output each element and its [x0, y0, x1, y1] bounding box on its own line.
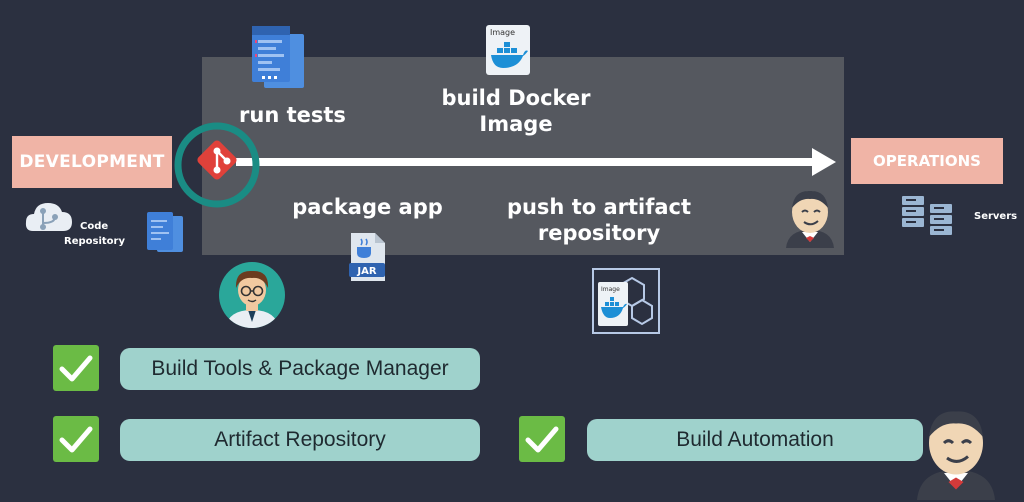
step-package-app: package app [292, 195, 443, 219]
jar-label: JAR [356, 266, 376, 277]
git-icon [174, 122, 260, 208]
checklist-item-artifact-repository: Artifact Repository [120, 419, 480, 461]
svg-text:Image: Image [601, 286, 620, 293]
development-label: DEVELOPMENT [19, 152, 165, 172]
pipeline-panel [202, 57, 844, 255]
docker-image-tag: Image [490, 28, 515, 37]
development-stage: DEVELOPMENT [12, 136, 172, 188]
check-icon [59, 426, 93, 453]
checklist-item-build-tools: Build Tools & Package Manager [120, 348, 480, 390]
jenkins-icon [786, 190, 834, 248]
checklist-item-build-automation: Build Automation [587, 419, 923, 461]
check-icon [59, 355, 93, 382]
jar-file-icon: JAR [349, 233, 385, 281]
step-push-line2: repository [537, 221, 661, 246]
step-build-docker-line1: build Docker [441, 86, 591, 110]
checklist-check-3 [519, 416, 565, 462]
developer-avatar-icon [219, 262, 285, 328]
code-repository-label-2: Repository [64, 236, 125, 247]
step-push-line1: push to artifact [506, 195, 692, 219]
step-push-to-artifact-repository: push to artifact repository [500, 194, 698, 247]
source-file-icon [147, 212, 183, 252]
code-repository-label: Code Repository [64, 219, 126, 249]
step-run-tests: run tests [239, 103, 346, 127]
servers-icon [902, 196, 952, 235]
operations-stage: OPERATIONS [851, 138, 1003, 184]
step-build-docker-image: build Docker Image [436, 85, 596, 138]
checklist-check-1 [53, 345, 99, 391]
step-build-docker-line2: Image [479, 112, 553, 137]
docker-image-icon: Image [486, 25, 530, 75]
checklist-check-2 [53, 416, 99, 462]
source-file-icon [252, 26, 304, 88]
servers-label: Servers [974, 211, 1018, 222]
check-icon [525, 426, 559, 453]
code-repository-icon [25, 203, 72, 231]
artifact-repository-icon: Image [592, 268, 660, 334]
pipeline-arrow [236, 148, 836, 176]
jenkins-icon [917, 411, 995, 500]
operations-label: OPERATIONS [873, 152, 981, 170]
code-repository-label-1: Code [80, 221, 109, 232]
